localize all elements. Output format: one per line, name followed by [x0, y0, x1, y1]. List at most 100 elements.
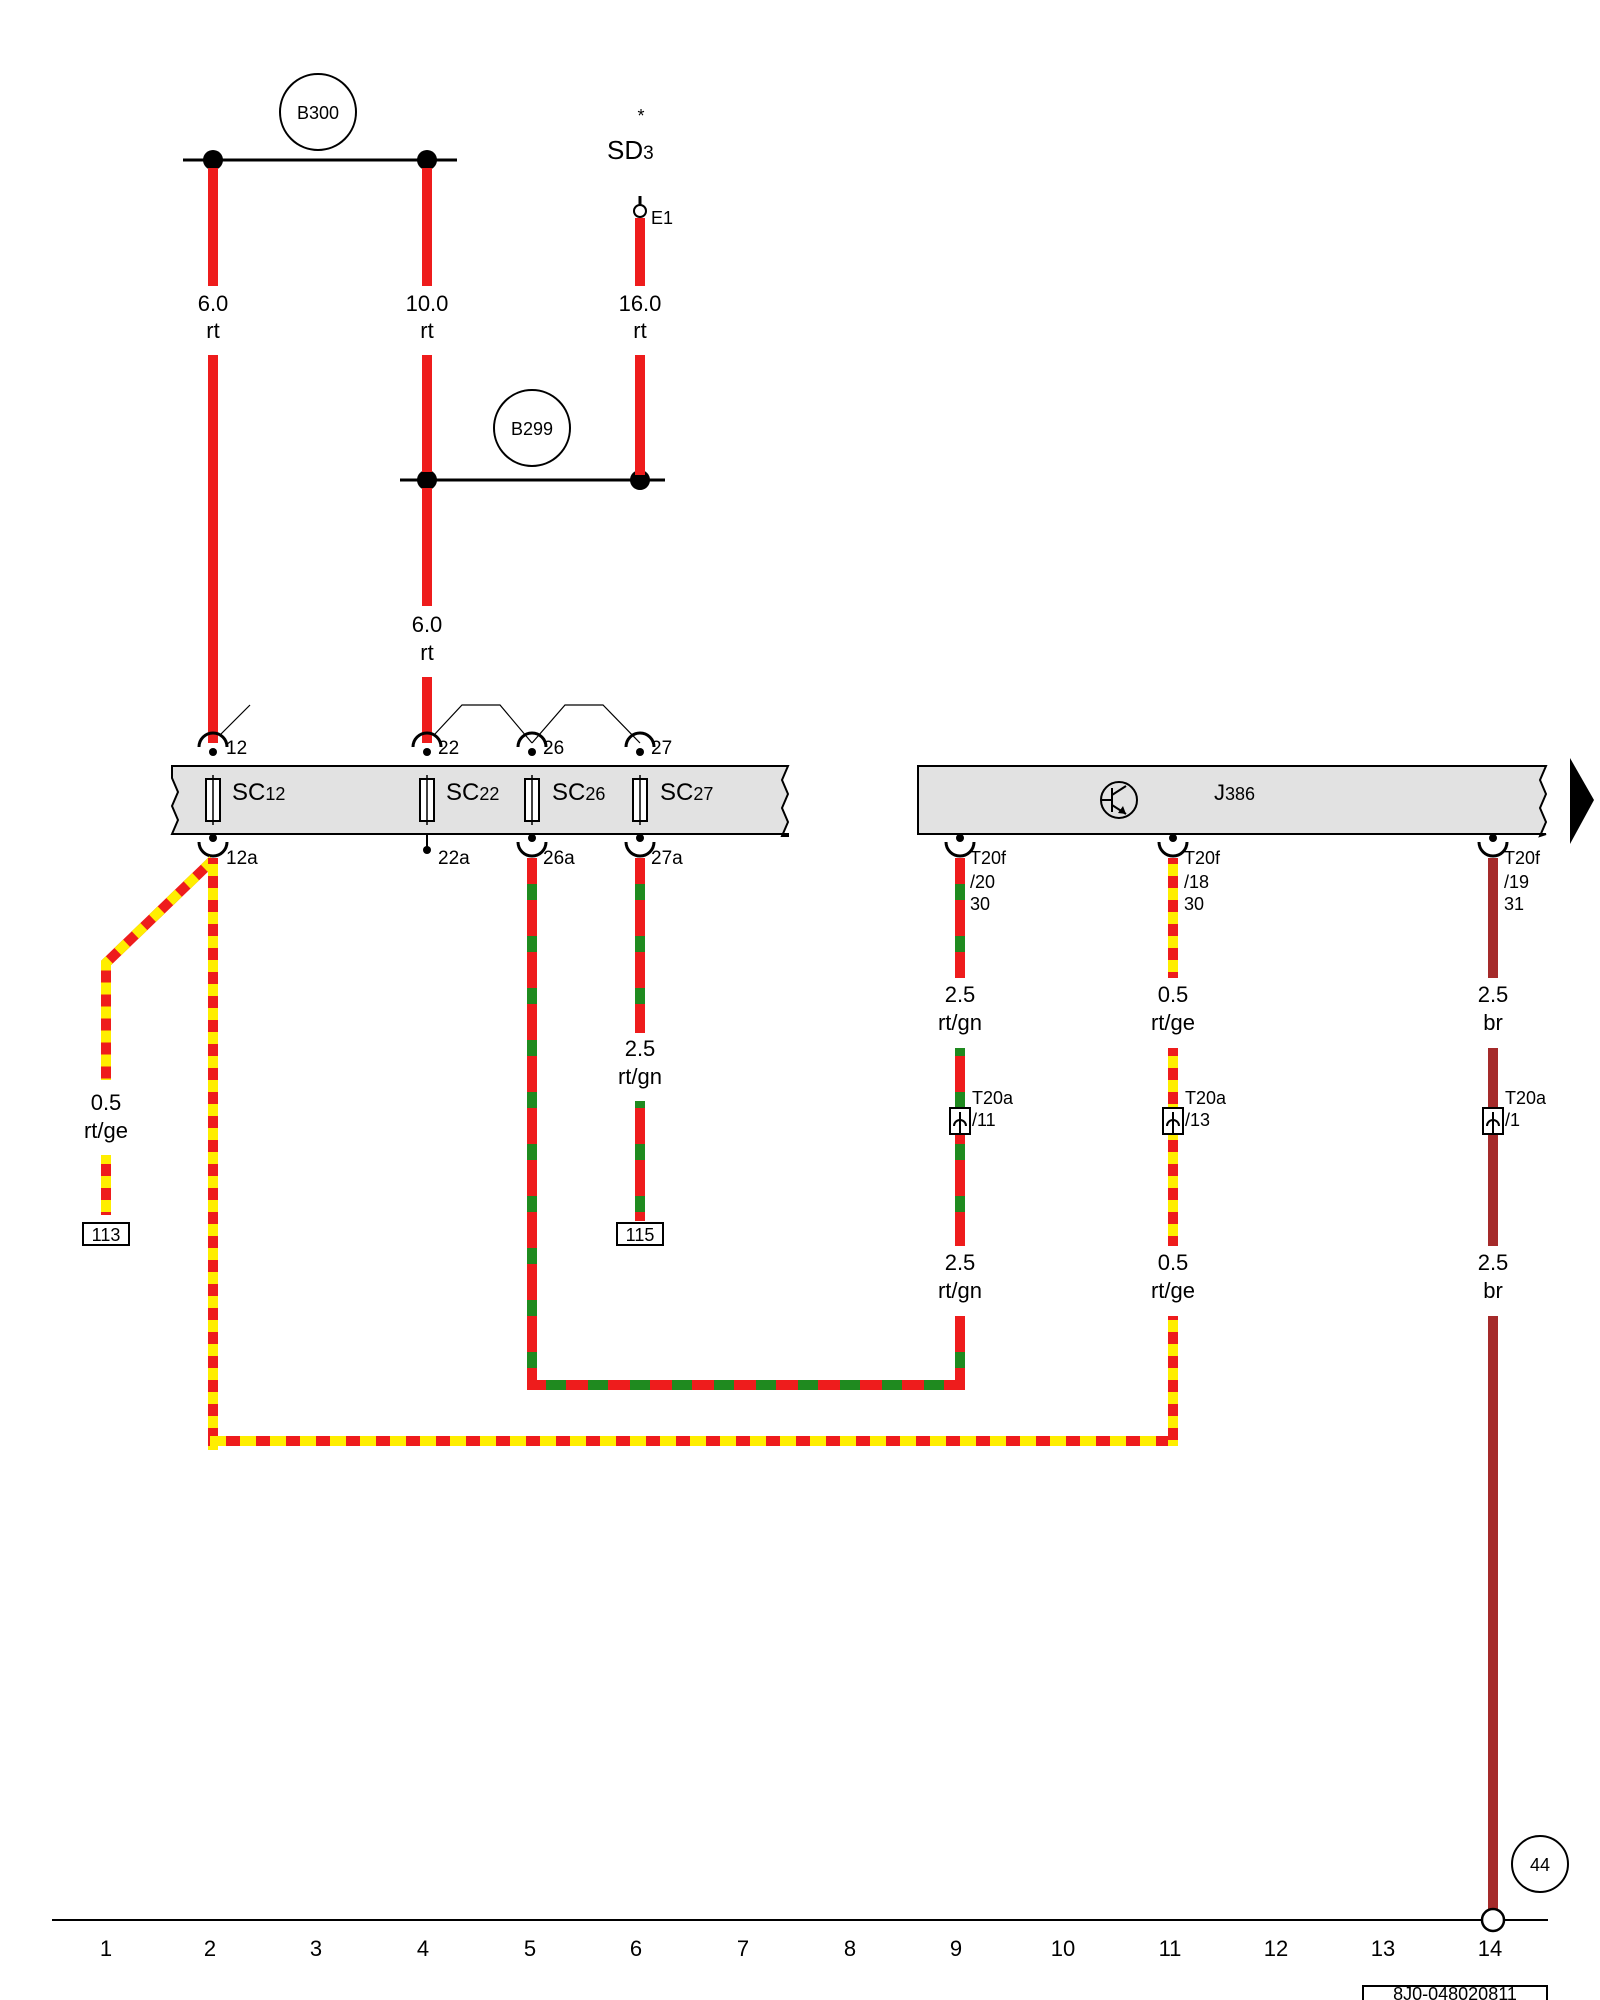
fuse-name: SC22 — [446, 779, 499, 806]
conn-name: T20f — [1184, 848, 1221, 868]
ruler-number: 11 — [1159, 1936, 1182, 1961]
wire-size: 2.5 — [1478, 1250, 1509, 1275]
ruler-number: 4 — [417, 1936, 429, 1961]
ruler-number: 3 — [310, 1936, 322, 1961]
conn-name: T20a — [1185, 1088, 1227, 1108]
pin-label: 27a — [651, 848, 683, 869]
pin-label: 26 — [543, 738, 564, 759]
wire-t20f-19: 2.5 br 2.5 br — [1478, 858, 1509, 1912]
connector-t20a-1: T20a /1 — [1482, 1088, 1547, 1135]
ruler-number: 8 — [844, 1936, 856, 1961]
wire-color: rt/ge — [1151, 1010, 1195, 1035]
ruler-number: 2 — [204, 1936, 216, 1961]
ground-point — [1480, 1907, 1506, 1933]
ref-box-113 — [82, 1222, 130, 1246]
wire-sc12-out — [208, 858, 1178, 1450]
fuse-sc22: 22 SC22 22a — [411, 731, 499, 869]
pin-t20f-20: T20f /20 30 — [944, 834, 1007, 914]
doc-code-label: 8J0-048020811 — [1393, 1984, 1517, 2000]
splice-dot — [417, 150, 437, 170]
ruler: 1 2 3 4 5 6 7 8 9 10 11 12 13 14 — [100, 1936, 1502, 1961]
wire-size: 2.5 — [625, 1036, 656, 1061]
sd3-source: * SD3 E1 — [607, 106, 673, 228]
ruler-number: 9 — [950, 1936, 962, 1961]
pin-label: 27 — [651, 738, 672, 759]
wire-sd3: 16.0 rt — [619, 218, 662, 475]
wire-t20f-18: 0.5 rt/ge 0.5 rt/ge — [1151, 858, 1195, 1446]
ruler-number: 6 — [630, 1936, 642, 1961]
b300-label: B300 — [297, 103, 339, 123]
conn-pin: /20 — [970, 872, 995, 892]
wire-color: rt/ge — [1151, 1278, 1195, 1303]
ref-115-label: 115 — [626, 1225, 655, 1245]
fuse-sc26: 26 SC26 26a — [516, 731, 605, 869]
fuse-name: SC12 — [232, 779, 285, 806]
connector-t20a-13: T20a /13 — [1162, 1088, 1227, 1135]
doc-code: 8J0-048020811 — [1362, 1984, 1548, 2000]
pin-label: 22a — [438, 848, 470, 869]
wire-113: 0.5 rt/ge 113 — [82, 856, 217, 1246]
conn-name: T20f — [970, 848, 1007, 868]
ref-box-115 — [616, 1222, 664, 1246]
conn-pin: /18 — [1184, 872, 1209, 892]
ruler-number: 7 — [737, 1936, 749, 1961]
pin-label: 26a — [543, 848, 575, 869]
splice-dot — [203, 150, 223, 170]
ground-ref-44: 44 — [1511, 1835, 1569, 1893]
pin-label: 22 — [438, 738, 459, 759]
b299-label-circle: B299 — [493, 389, 571, 467]
conn-name: T20f — [1504, 848, 1541, 868]
fuse-jumpers — [219, 704, 641, 744]
conn-term: 31 — [1504, 894, 1524, 914]
wire-115: 2.5 rt/gn 115 — [616, 858, 664, 1246]
ruler-number: 13 — [1371, 1936, 1395, 1961]
e1-label: E1 — [651, 208, 673, 228]
wire-size: 6.0 — [198, 291, 229, 316]
b300-label-circle: B300 — [279, 73, 357, 151]
ruler-number: 12 — [1264, 1936, 1288, 1961]
b299-bus — [400, 470, 665, 490]
wire-color: rt — [206, 318, 219, 343]
wire-t20f-20: 2.5 rt/gn 2.5 rt/gn — [938, 858, 982, 1390]
wire-size: 2.5 — [945, 1250, 976, 1275]
wire-sc22-top: 10.0 rt — [406, 168, 448, 472]
ref-113-label: 113 — [92, 1225, 121, 1245]
wire-sc26-out — [527, 858, 965, 1390]
conn-name: T20a — [1505, 1088, 1547, 1108]
wire-color: rt/gn — [938, 1010, 982, 1035]
wire-color: rt/ge — [84, 1118, 128, 1143]
wire-color: rt — [420, 640, 433, 665]
wire-size: 16.0 — [619, 291, 662, 316]
transistor-icon — [1100, 781, 1138, 819]
wire-color: br — [1483, 1278, 1503, 1303]
wire-color: br — [1483, 1010, 1503, 1035]
conn-name: T20a — [972, 1088, 1014, 1108]
conn-term: 30 — [970, 894, 990, 914]
conn-term: 30 — [1184, 894, 1204, 914]
fuse-name: SC27 — [660, 779, 713, 806]
continue-arrow-icon — [1570, 758, 1594, 844]
ruler-number: 5 — [524, 1936, 536, 1961]
b299-label: B299 — [511, 419, 553, 439]
conn-pin: /13 — [1185, 1110, 1210, 1130]
splice-dot — [417, 470, 437, 490]
wire-color: rt/gn — [618, 1064, 662, 1089]
wire-color: rt — [633, 318, 646, 343]
pin-label: 12 — [226, 738, 247, 759]
sd3-star: * — [637, 106, 644, 126]
sd3-label: SD3 — [607, 135, 654, 165]
wire-color: rt/gn — [938, 1278, 982, 1303]
pin-t20f-19: T20f /19 31 — [1477, 834, 1541, 914]
wire-size: 2.5 — [945, 982, 976, 1007]
wire-color: rt — [420, 318, 433, 343]
wire-size: 0.5 — [91, 1090, 122, 1115]
conn-pin: /1 — [1505, 1110, 1520, 1130]
pin-t20f-18: T20f /18 30 — [1157, 834, 1221, 914]
conn-pin: /19 — [1504, 872, 1529, 892]
fuse-sc12: 12 SC12 12a — [197, 731, 285, 869]
ruler-number: 14 — [1478, 1936, 1502, 1961]
wire-size: 0.5 — [1158, 982, 1189, 1007]
ruler-number: 1 — [100, 1936, 112, 1961]
fuse-name: SC26 — [552, 779, 605, 806]
